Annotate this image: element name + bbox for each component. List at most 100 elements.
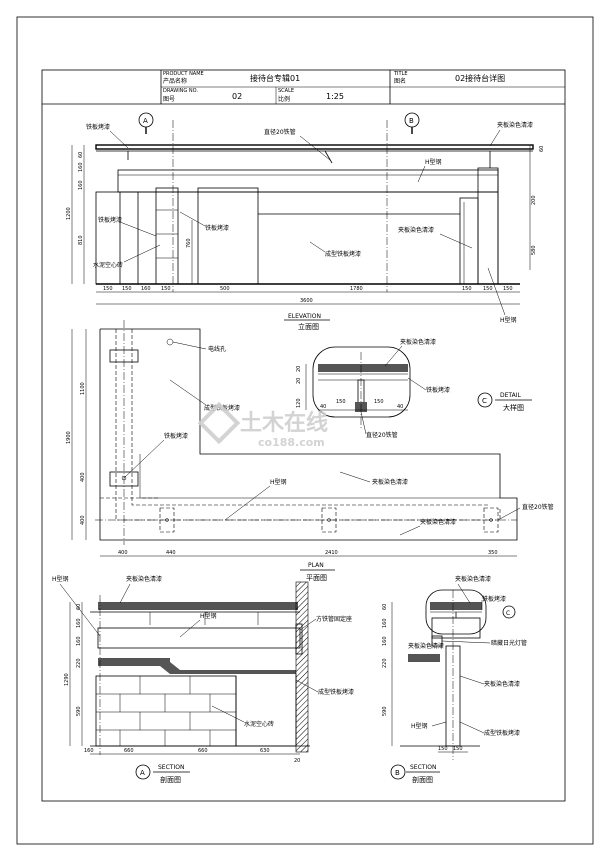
- detail-marker-c-label: C: [482, 397, 487, 405]
- section-b-caption-cn: 剖面图: [412, 775, 433, 784]
- drawing-no-en: DRAWING NO.: [163, 88, 198, 94]
- detail-dim-b-150a: 150: [336, 399, 346, 405]
- dim-left-60: 60: [78, 152, 84, 158]
- section-a-label-jia-ban: 夹板染色清漆: [126, 575, 162, 583]
- section-b-label-tie-ban: 铁板烤漆: [482, 595, 506, 603]
- title-en: TITLE: [393, 71, 408, 77]
- section-b-dim-160b: 160: [382, 636, 388, 646]
- section-b-dim-160a: 160: [382, 618, 388, 628]
- section-b-marker-c: [502, 605, 516, 619]
- dim-left-160b: 160: [78, 180, 84, 190]
- plan-dim-b-440: 440: [166, 550, 176, 556]
- scale-cn: 比例: [278, 95, 290, 103]
- title-cn: 图名: [394, 77, 406, 85]
- detail-label-tie-ban: 铁板烤漆: [426, 386, 450, 394]
- section-a-dim-1290: 1290: [64, 673, 70, 686]
- dim-total-3600: 3600: [300, 298, 313, 304]
- scale-value: 1:25: [326, 92, 344, 101]
- plan-dim-1100: 1100: [80, 382, 86, 395]
- label-tie-ban-kao-qi-1: 铁板烤漆: [86, 123, 110, 131]
- label-tie-ban-kao-qi-2: 铁板烤漆: [98, 216, 122, 224]
- product-name-cn: 产品名称: [163, 77, 187, 85]
- dim-bottom-150a: 150: [103, 286, 113, 292]
- detail-label-tie-guan: 直径20铁管: [366, 431, 398, 439]
- section-a-label-cheng-xing: 成型铁板烤漆: [318, 688, 354, 696]
- section-b-marker-c-label: C: [506, 610, 510, 617]
- plan-dim-1900: 1900: [66, 431, 72, 444]
- dim-right-200: 200: [531, 195, 537, 205]
- section-a-dim-160a: 160: [76, 618, 82, 628]
- detail-dim-20a: 20: [296, 366, 302, 372]
- section-b-dim-590: 590: [382, 706, 388, 716]
- section-a-label-fang-tie-guan: 方铁管固定座: [316, 615, 352, 623]
- detail-caption-en: DETAIL: [500, 392, 521, 399]
- dim-left-1200: 1200: [66, 207, 72, 220]
- section-b-dim-b-150a: 150: [438, 746, 448, 752]
- detail-dim-b-40a: 40: [320, 404, 326, 410]
- section-a-view: 60 160 160 220 590 1290 160 660 660 630 …: [52, 575, 354, 784]
- section-b-label-h-gang: H型钢: [411, 722, 428, 730]
- label-cheng-xing-tie-ban: 成型铁板烤漆: [325, 250, 361, 258]
- section-a-top-panel: [98, 602, 298, 610]
- plan-caption-cn: 平面图: [306, 574, 327, 582]
- section-a-marker: [135, 764, 151, 780]
- section-a-caption-cn: 剖面图: [160, 775, 181, 784]
- section-b-dim-220: 220: [382, 658, 388, 668]
- section-b-label-deng-guan: 暗藏日光灯管: [491, 639, 527, 647]
- detail-marker-c: [477, 392, 493, 408]
- plan-label-jia-ban-1: 夹板染色清漆: [372, 478, 408, 486]
- drawing-no-value: 02: [232, 92, 242, 101]
- watermark: 土木在线 co188.com: [197, 401, 328, 449]
- plan-dim-b-350: 350: [488, 550, 498, 556]
- dim-left-160a: 160: [78, 162, 84, 172]
- elevation-view: A B 60: [66, 112, 545, 331]
- watermark-brand: 土木在线: [240, 410, 328, 436]
- outer-border: [16, 16, 594, 845]
- detail-c-view: 20 20 120 40 150 150 40 夹板染色清漆 铁板烤漆 直径20…: [296, 338, 532, 439]
- label-h-xing-gang: H型钢: [425, 158, 442, 166]
- watermark-url: co188.com: [258, 436, 325, 449]
- detail-caption-cn: 大样图: [503, 403, 524, 412]
- plan-dim-400b: 400: [80, 515, 86, 525]
- dim-bottom-160: 160: [141, 286, 151, 292]
- dim-760: 760: [186, 238, 192, 248]
- detail-dim-b-40b: 40: [397, 404, 403, 410]
- label-zhi-jing-20-tie-guan: 直径20铁管: [264, 128, 296, 136]
- label-tie-ban-kao-qi-3: 铁板烤漆: [205, 224, 229, 232]
- section-b-label-jia-ban-1: 夹板染色清漆: [455, 575, 491, 583]
- plan-dim-400a: 400: [80, 472, 86, 482]
- plan-label-wire-hole: 电线孔: [208, 345, 226, 353]
- dim-bottom-150d: 150: [462, 286, 472, 292]
- plan-label-jia-ban-2: 夹板染色清漆: [420, 518, 456, 526]
- section-a-dim-b-160: 160: [84, 748, 94, 754]
- plan-view: 1100 1900 400 400 400 440 2410 350 电线孔 成…: [66, 320, 554, 582]
- section-marker-a-label: A: [143, 117, 148, 125]
- detail-top-panel: [318, 364, 408, 372]
- plan-post-mid: [109, 471, 139, 487]
- title-value: 02接待台详图: [455, 73, 505, 83]
- section-a-dim-b-660b: 660: [198, 748, 208, 754]
- product-name-en: PRODUCT NAME: [163, 71, 204, 77]
- detail-dim-b-150b: 150: [374, 399, 384, 405]
- section-b-callout: [425, 589, 487, 635]
- inner-frame: [41, 69, 566, 802]
- detail-label-jia-ban: 夹板染色清漆: [400, 338, 436, 346]
- section-b-dim-60: 60: [382, 604, 388, 610]
- section-a-label-shui-ni: 水泥空心砖: [244, 720, 274, 728]
- section-a-caption-en: SECTION: [158, 764, 184, 771]
- section-a-dim-60: 60: [76, 604, 82, 610]
- plan-label-tie-guan: 直径20铁管: [522, 503, 554, 511]
- elevation-caption-cn: 立面图: [298, 322, 319, 331]
- plan-label-h-gang: H型钢: [270, 478, 287, 486]
- section-a-label-h-gang-2: H型钢: [200, 612, 217, 620]
- title-block: PRODUCT NAME 产品名称 接待台专辑01 TITLE 图名 02接待台…: [42, 70, 565, 105]
- plan-dim-b-400: 400: [118, 550, 128, 556]
- section-b-dim-b-150b: 150: [453, 746, 463, 752]
- dim-bottom-500: 500: [220, 286, 230, 292]
- dim-left-810: 810: [78, 235, 84, 245]
- section-b-marker: [390, 764, 406, 780]
- section-a-label-h-gang-1: H型钢: [52, 575, 69, 583]
- section-b-label-cheng-xing: 成型铁板烤漆: [484, 729, 520, 737]
- wire-hole-icon: [166, 338, 174, 346]
- section-a-dim-160b: 160: [76, 636, 82, 646]
